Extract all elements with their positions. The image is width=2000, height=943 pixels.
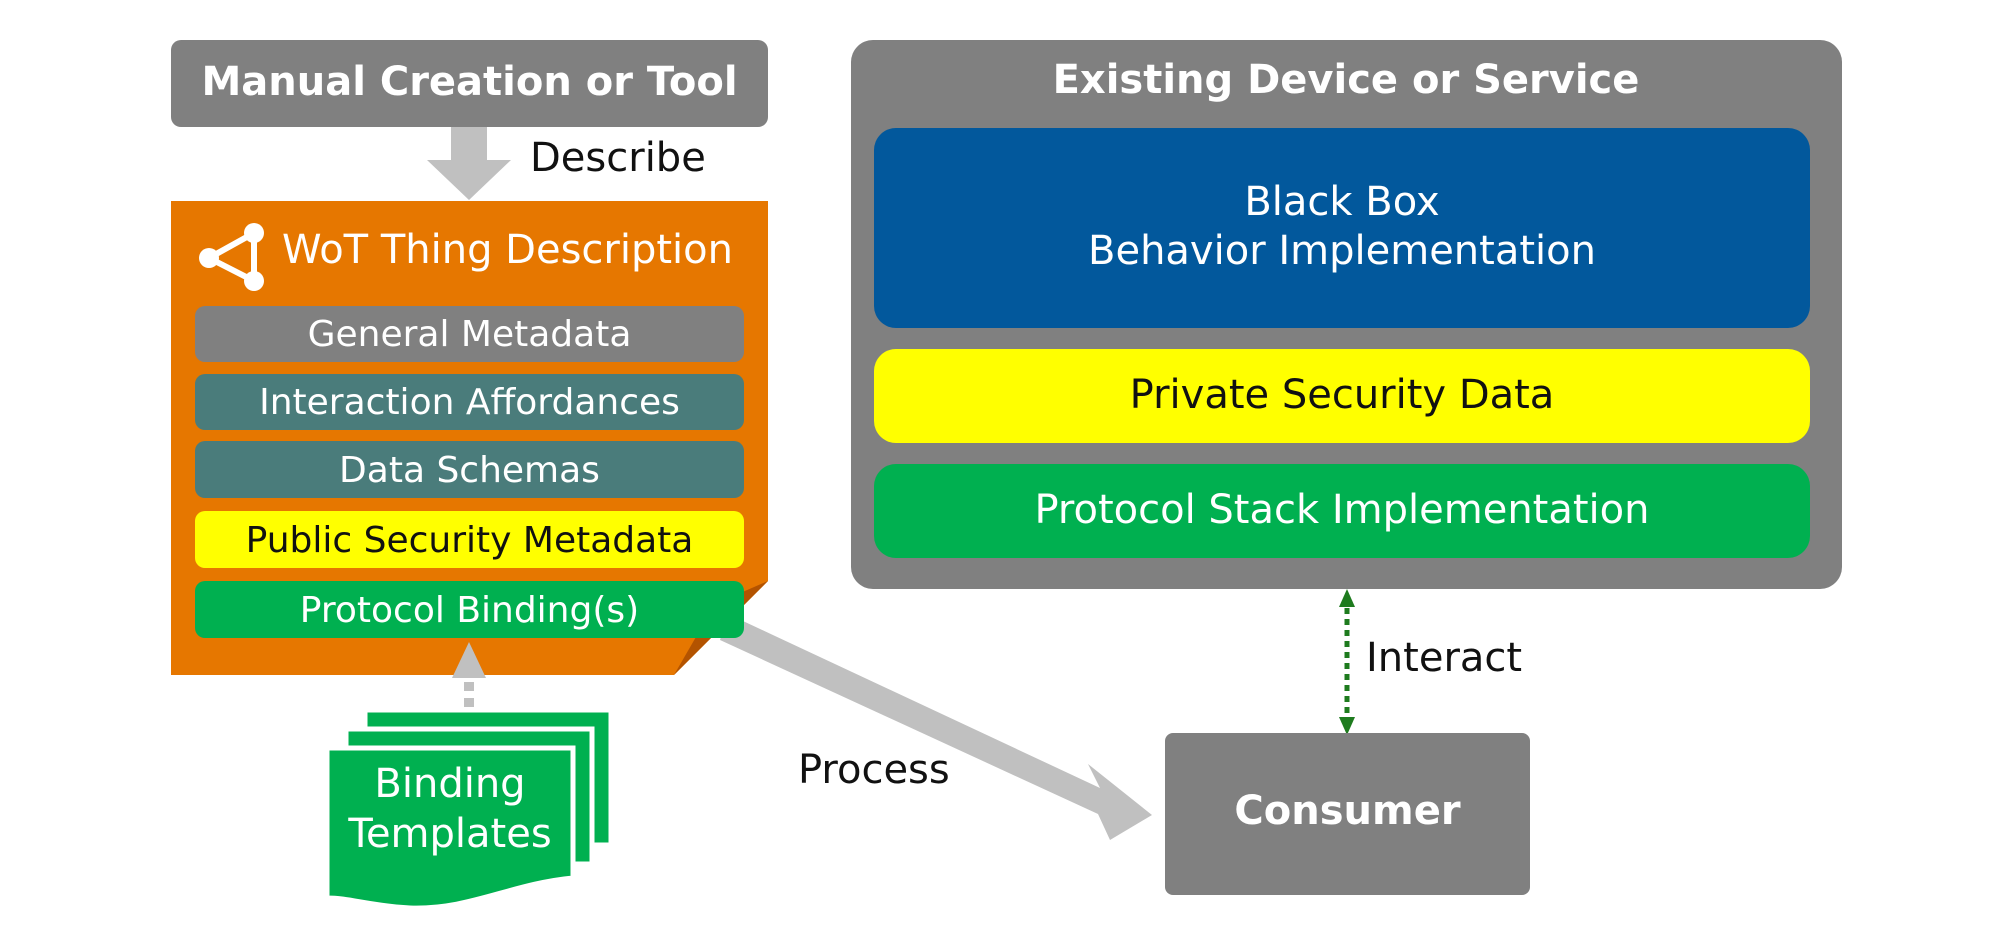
consumer-box: Consumer bbox=[1165, 733, 1530, 895]
manual-creation-label: Manual Creation or Tool bbox=[201, 59, 737, 105]
td-title: WoT Thing Description bbox=[282, 227, 733, 273]
binding-templates-line2: Templates bbox=[347, 811, 551, 857]
protocol-stack-label: Protocol Stack Implementation bbox=[1035, 487, 1650, 533]
interact-label: Interact bbox=[1366, 635, 1522, 681]
private-security-label: Private Security Data bbox=[1130, 372, 1555, 418]
black-box-behavior: Black Box Behavior Implementation bbox=[874, 128, 1810, 328]
process-label: Process bbox=[798, 747, 950, 793]
private-security-data: Private Security Data bbox=[874, 349, 1810, 443]
thing-description-card: WoT Thing Description General Metadata I… bbox=[171, 201, 768, 675]
svg-text:Protocol Binding(s): Protocol Binding(s) bbox=[300, 590, 639, 631]
td-row-public-security-metadata: Public Security Metadata bbox=[195, 511, 744, 568]
share-icon bbox=[199, 223, 264, 291]
svg-text:Data Schemas: Data Schemas bbox=[339, 450, 600, 491]
describe-label: Describe bbox=[530, 135, 706, 181]
black-box-line1: Black Box bbox=[1244, 179, 1439, 225]
svg-text:General Metadata: General Metadata bbox=[308, 314, 632, 355]
binding-templates-arrow bbox=[452, 642, 486, 707]
describe-arrow bbox=[427, 127, 511, 200]
protocol-stack-implementation: Protocol Stack Implementation bbox=[874, 464, 1810, 558]
process-arrow bbox=[720, 614, 1152, 840]
td-row-general-metadata: General Metadata bbox=[195, 306, 744, 362]
device-box: Existing Device or Service Black Box Beh… bbox=[851, 40, 1842, 589]
td-row-interaction-affordances: Interaction Affordances bbox=[195, 374, 744, 430]
td-row-protocol-bindings: Protocol Binding(s) bbox=[195, 581, 744, 638]
binding-templates-line1: Binding bbox=[374, 761, 525, 807]
device-title: Existing Device or Service bbox=[1053, 57, 1640, 103]
svg-text:Interaction Affordances: Interaction Affordances bbox=[259, 382, 680, 423]
td-row-data-schemas: Data Schemas bbox=[195, 441, 744, 498]
black-box-line2: Behavior Implementation bbox=[1088, 228, 1596, 274]
binding-templates-stack: Binding Templates bbox=[324, 707, 614, 911]
manual-creation-box: Manual Creation or Tool bbox=[171, 40, 768, 127]
consumer-label: Consumer bbox=[1234, 788, 1460, 834]
svg-text:Public Security Metadata: Public Security Metadata bbox=[246, 520, 694, 561]
